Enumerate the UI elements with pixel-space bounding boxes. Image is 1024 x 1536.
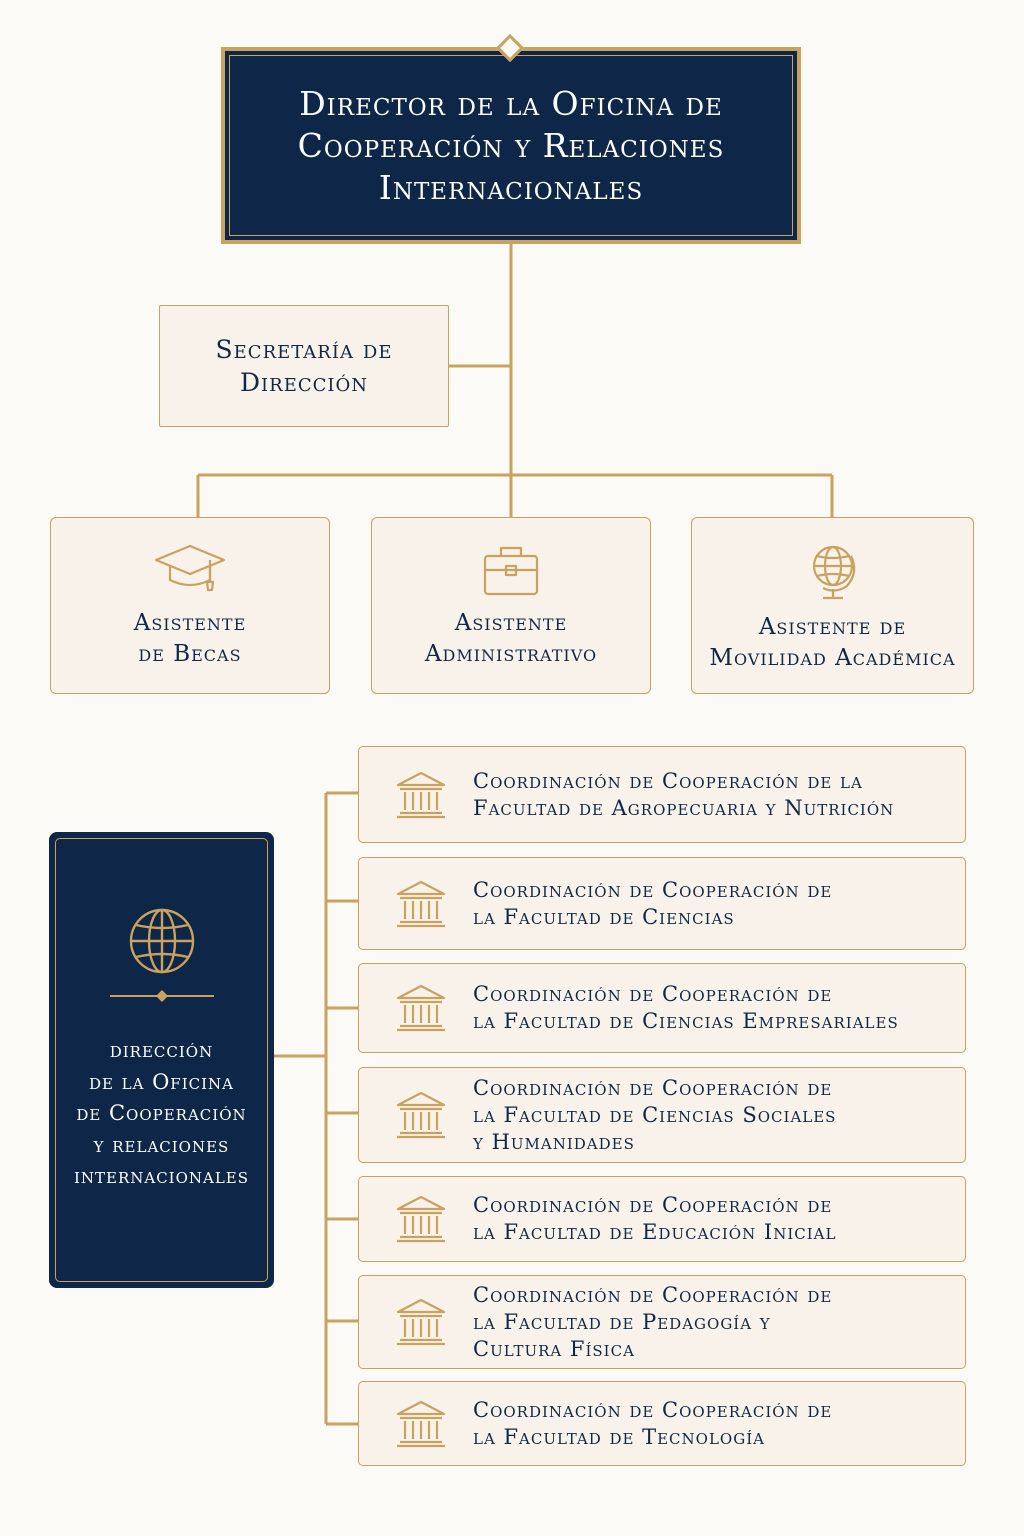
- institution-icon: [396, 1091, 446, 1139]
- coordinacion-line: Coordinación de Cooperación de: [473, 1282, 833, 1307]
- asistente-becas-line2: de Becas: [138, 641, 242, 667]
- coordinacion-tecnologia-box: Coordinación de Cooperación de la Facult…: [358, 1381, 966, 1466]
- panel-line4: y relaciones: [93, 1132, 230, 1157]
- direccion-panel: dirección de la Oficina de Cooperación y…: [49, 832, 274, 1288]
- globe-icon: [129, 908, 194, 974]
- coordinacion-line: Coordinación de Cooperación de: [473, 982, 833, 1006]
- secretaria-title: Secretaría de Dirección: [215, 335, 393, 397]
- ornament-divider: [109, 990, 214, 1002]
- coordinacion-line: Coordinación de Cooperación de: [473, 877, 833, 902]
- coordinacion-line: la Facultad de Pedagogía y: [473, 1309, 771, 1334]
- institution-icon: [396, 1298, 446, 1346]
- coordinacion-line: Cultura Física: [473, 1336, 635, 1361]
- graduation-cap-icon: [154, 544, 226, 592]
- coordinacion-line: la Facultad de Ciencias Sociales: [473, 1102, 837, 1127]
- globe-stand-icon: [812, 545, 855, 600]
- asistente-becas-box: Asistente de Becas: [50, 517, 330, 694]
- panel-line2: de la Oficina: [88, 1069, 234, 1094]
- coordinacion-line: la Facultad de Ciencias: [473, 904, 735, 929]
- institution-icon: [396, 771, 446, 818]
- coordinacion-empresariales-box: Coordinación de Cooperación de la Facult…: [358, 963, 966, 1053]
- asistente-movilidad-line1: Asistente de: [758, 614, 907, 640]
- secretaria-box: Secretaría de Dirección: [159, 305, 449, 427]
- director-title: Director de la Oficina de Cooperación y …: [297, 83, 725, 207]
- coordinacion-pedagogia-box: Coordinación de Cooperación de la Facult…: [358, 1275, 966, 1369]
- coordinacion-line: Facultad de Agropecuaria y Nutrición: [473, 795, 895, 820]
- coordinacion-line: la Facultad de Ciencias Empresariales: [473, 1009, 899, 1033]
- coordinacion-line: la Facultad de Educación Inicial: [473, 1220, 837, 1244]
- director-box: Director de la Oficina de Cooperación y …: [221, 47, 801, 244]
- coordinacion-line: Coordinación de Cooperación de: [473, 1397, 833, 1422]
- coordinacion-line: la Facultad de Tecnología: [473, 1424, 765, 1449]
- institution-icon: [396, 1195, 446, 1243]
- asistente-movilidad-box: Asistente de Movilidad Académica: [691, 517, 974, 694]
- panel-line1: dirección: [109, 1038, 214, 1062]
- institution-icon: [396, 880, 446, 927]
- asistente-movilidad-line2: Movilidad Académica: [709, 645, 956, 671]
- coordinacion-ciencias-box: Coordinación de Cooperación de la Facult…: [358, 857, 966, 950]
- asistente-administrativo-line2: Administrativo: [424, 641, 598, 667]
- coordinacion-sociales-box: Coordinación de Cooperación de la Facult…: [358, 1067, 966, 1163]
- asistente-administrativo-box: Asistente Administrativo: [371, 517, 651, 694]
- coordinacion-agropecuaria-box: Coordinación de Cooperación de la Facult…: [358, 746, 966, 843]
- coordinacion-line: Coordinación de Cooperación de la: [473, 768, 863, 793]
- coordinacion-line: Coordinación de Cooperación de: [473, 1193, 833, 1217]
- coordinacion-line: Coordinación de Cooperación de: [473, 1075, 833, 1100]
- briefcase-icon: [483, 546, 539, 596]
- asistente-becas-line1: Asistente: [133, 610, 247, 636]
- coordinacion-educacion-box: Coordinación de Cooperación de la Facult…: [358, 1176, 966, 1262]
- institution-icon: [396, 1400, 446, 1447]
- asistente-administrativo-line1: Asistente: [454, 610, 568, 636]
- institution-icon: [396, 984, 446, 1032]
- panel-line5: internacionales: [73, 1164, 250, 1188]
- coordinacion-line: y Humanidades: [473, 1129, 635, 1154]
- panel-line3: de Cooperación: [76, 1101, 247, 1125]
